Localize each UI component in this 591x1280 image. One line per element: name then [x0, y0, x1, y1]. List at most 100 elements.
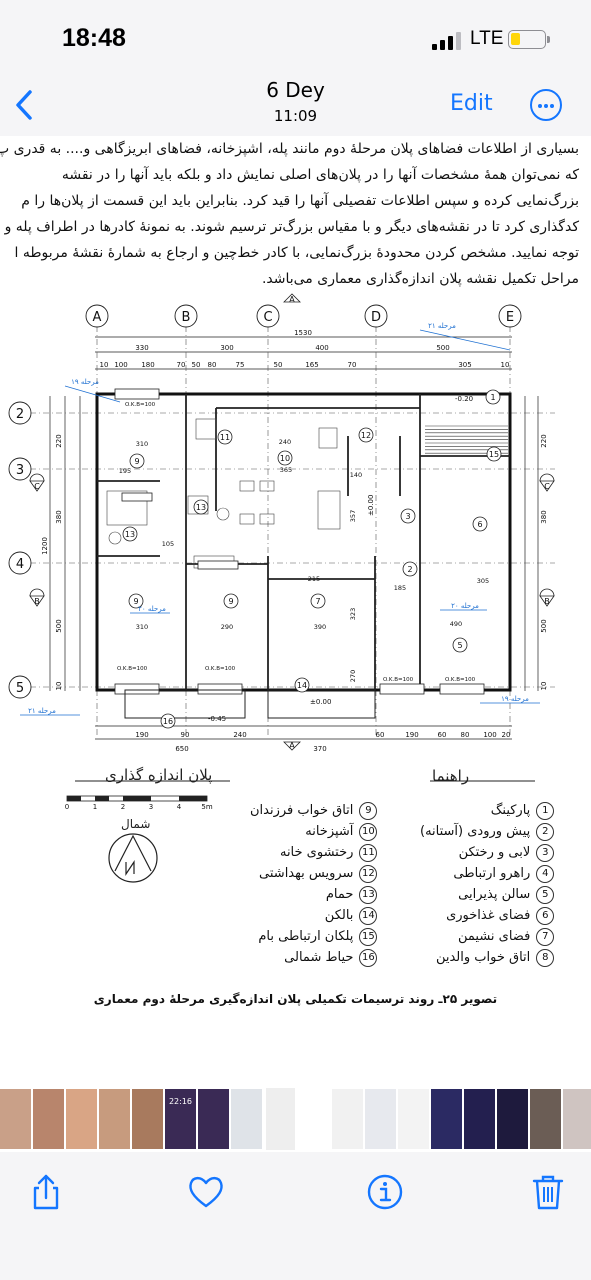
photo-thumbnail[interactable]: [66, 1089, 97, 1149]
room-number: 6: [477, 520, 482, 529]
top-dim: 300: [220, 344, 233, 352]
thumbnail-strip[interactable]: 22:16: [0, 1086, 591, 1152]
bottom-toolbar: [0, 1152, 591, 1280]
carrier-label: LTE: [470, 28, 504, 49]
legend-label: سالن پذیرایی: [458, 887, 531, 902]
top-sub-dim: 10: [501, 361, 510, 369]
bottom-dim: 190: [405, 731, 418, 739]
room-number: 12: [361, 431, 371, 440]
top-sub-dim: 50: [192, 361, 201, 369]
grid-bubbles: [8, 304, 522, 699]
legend-label: فضای نشیمن: [457, 929, 531, 944]
paragraph-line: کدگذاری کرد تا در نقشه‌های دیگر و با مقی…: [4, 219, 579, 235]
photo-thumbnail[interactable]: [563, 1089, 591, 1149]
nav-title: 6 Dey: [266, 78, 325, 102]
top-sub-dim: 50: [274, 361, 283, 369]
photo-thumbnail[interactable]: [231, 1089, 262, 1149]
photo-thumbnail[interactable]: [497, 1089, 528, 1149]
info-button[interactable]: [365, 1172, 405, 1212]
legend-label: سرویس بهداشتی: [259, 866, 354, 881]
top-sub-dim: 75: [236, 361, 245, 369]
legend-number: 5: [536, 885, 555, 904]
photo-thumbnail[interactable]: [464, 1089, 495, 1149]
photo-thumbnail[interactable]: 22:16: [165, 1089, 196, 1149]
photo-thumbnail[interactable]: [332, 1089, 363, 1149]
legend-item: 13حمام: [250, 884, 378, 905]
legend-label: پارکینگ: [490, 803, 531, 818]
legend-item: 1 پارکینگ: [420, 800, 555, 821]
scale-label: 1: [93, 803, 97, 811]
share-button[interactable]: [26, 1172, 66, 1212]
window-tag: O.K.B=100: [205, 666, 236, 672]
scale-labels: 0 1 2 3 4 5m: [65, 803, 213, 811]
more-options-button[interactable]: [530, 89, 562, 121]
edit-button[interactable]: Edit: [450, 91, 493, 116]
photo-thumbnail[interactable]: [530, 1089, 561, 1149]
delete-button[interactable]: [528, 1172, 568, 1212]
photo-thumbnail[interactable]: [0, 1089, 31, 1149]
furniture: [106, 418, 341, 569]
stage-tag: مرحله ۱۹: [71, 378, 99, 386]
photo-thumbnail[interactable]: [264, 1086, 297, 1152]
top-sub-dim: 180: [141, 361, 154, 369]
room-number: 1: [490, 393, 495, 402]
back-button[interactable]: [10, 88, 40, 122]
bottom-dim: 190: [135, 731, 148, 739]
window-tags: O.K.B=100 O.K.B=100 O.K.B=100 O.K.B=100 …: [117, 402, 476, 683]
favorite-button[interactable]: [186, 1172, 226, 1212]
legend-label: اتاق خواب فرزندان: [250, 803, 354, 818]
legend-number: 1: [536, 801, 555, 820]
window-tag: O.K.B=100: [383, 677, 414, 683]
photo-thumbnail[interactable]: [198, 1089, 229, 1149]
interior-dim: 390: [314, 623, 326, 631]
share-icon: [33, 1174, 59, 1210]
photo-thumbnail[interactable]: [132, 1089, 163, 1149]
legend-number: 16: [359, 948, 378, 967]
balcony-outline: [124, 689, 376, 719]
interior-walls: [97, 394, 510, 690]
stair-treads: [425, 425, 508, 454]
stage-leaders: [20, 329, 540, 716]
scale-label: 4: [177, 803, 182, 811]
legend-item: 8اتاق خواب والدین: [420, 947, 555, 968]
legend-number: 8: [536, 948, 555, 967]
legend-number: 6: [536, 906, 555, 925]
photo-thumbnail[interactable]: [33, 1089, 64, 1149]
battery-level: [511, 33, 521, 45]
legend-title: راهنما: [432, 767, 470, 785]
top-sub-dim: 10: [100, 361, 109, 369]
paragraph-line: بزرگ‌نمایی کرده و سپس اطلاعات تفصیلی آنه…: [21, 193, 579, 209]
top-sub-dim: 70: [177, 361, 186, 369]
level-mark: -0.45: [208, 715, 226, 723]
interior-dim: 195: [119, 467, 131, 475]
stage-tag: مرحله ۱۹: [501, 695, 529, 703]
photo-viewer[interactable]: بسیاری از اطلاعات فضاهای پلان مرحلهٔ دوم…: [0, 136, 591, 1081]
interior-dim: 357: [349, 510, 357, 522]
legend-number: 2: [536, 822, 555, 841]
interior-dim: 490: [450, 620, 462, 628]
photo-thumbnail[interactable]: [398, 1089, 429, 1149]
stage-tag: مرحله ۲۰: [451, 602, 479, 610]
room-number: 5: [457, 641, 462, 650]
scale-label: 2: [121, 803, 125, 811]
dimension-texts: 1530 330 300 400 500 10 100 180 70 50 80…: [100, 329, 511, 753]
level-mark: -0.20: [455, 395, 473, 403]
figure-caption: تصویر ۲۵ـ روند ترسیمات تکمیلی پلان انداز…: [93, 992, 498, 1006]
bottom-total: 370: [313, 745, 326, 753]
photo-thumbnail[interactable]: [299, 1089, 330, 1149]
photo-thumbnail[interactable]: [365, 1089, 396, 1149]
legend-number: 13: [359, 885, 378, 904]
legend-item: 6فضای غذاخوری: [420, 905, 555, 926]
heart-icon: [189, 1176, 223, 1208]
plan-title: پلان اندازه گذاری: [105, 766, 213, 784]
photo-thumbnail[interactable]: [431, 1089, 462, 1149]
photo-thumbnail[interactable]: [99, 1089, 130, 1149]
level-mark: ±0.00: [367, 495, 375, 516]
grid-letter: E: [506, 310, 514, 325]
dot-icon: [544, 104, 548, 108]
bottom-dim: 80: [461, 731, 470, 739]
window-tag: O.K.B=100: [125, 402, 156, 408]
room-number: 14: [297, 681, 307, 690]
legend-item: 16 حیاط شمالی: [250, 947, 378, 968]
legend-label: حیاط شمالی: [284, 950, 354, 965]
